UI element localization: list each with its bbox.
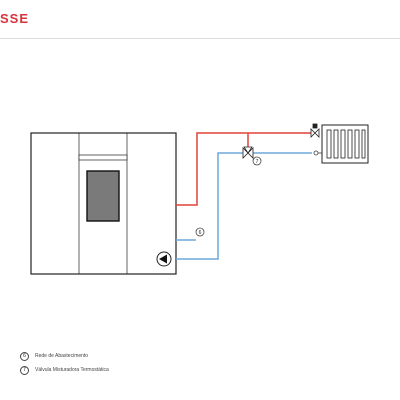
stove-top-band (78, 154, 128, 161)
stove-unit (30, 132, 177, 275)
callout-6-label: 6 (199, 230, 202, 236)
callout-7: 7 (252, 156, 262, 166)
callout-6: 6 (195, 227, 205, 237)
cold-water-return-pipe (176, 152, 244, 260)
legend-item: 6 Rede de Abastecimento (20, 350, 109, 362)
legend-label: Rede de Abastecimento (35, 353, 89, 359)
mixing-valve-icon (242, 146, 254, 159)
tap-icon (313, 150, 322, 156)
legend-number: 6 (20, 351, 29, 361)
hot-water-pipe (176, 132, 312, 206)
legend: 6 Rede de Abastecimento 7 Válvula Mistur… (20, 350, 109, 378)
pump-icon (156, 251, 172, 267)
header: SSE (0, 0, 400, 39)
brand-logo: SSE (0, 11, 30, 26)
legend-label: Válvula Misturadora Termostática (35, 367, 109, 373)
radiator-icon (321, 124, 369, 164)
callout-7-label: 7 (256, 159, 259, 165)
stove-window (86, 170, 120, 222)
legend-number: 7 (20, 365, 29, 375)
radiator-valve-icon (310, 123, 320, 138)
legend-item: 7 Válvula Misturadora Termostática (20, 364, 109, 376)
